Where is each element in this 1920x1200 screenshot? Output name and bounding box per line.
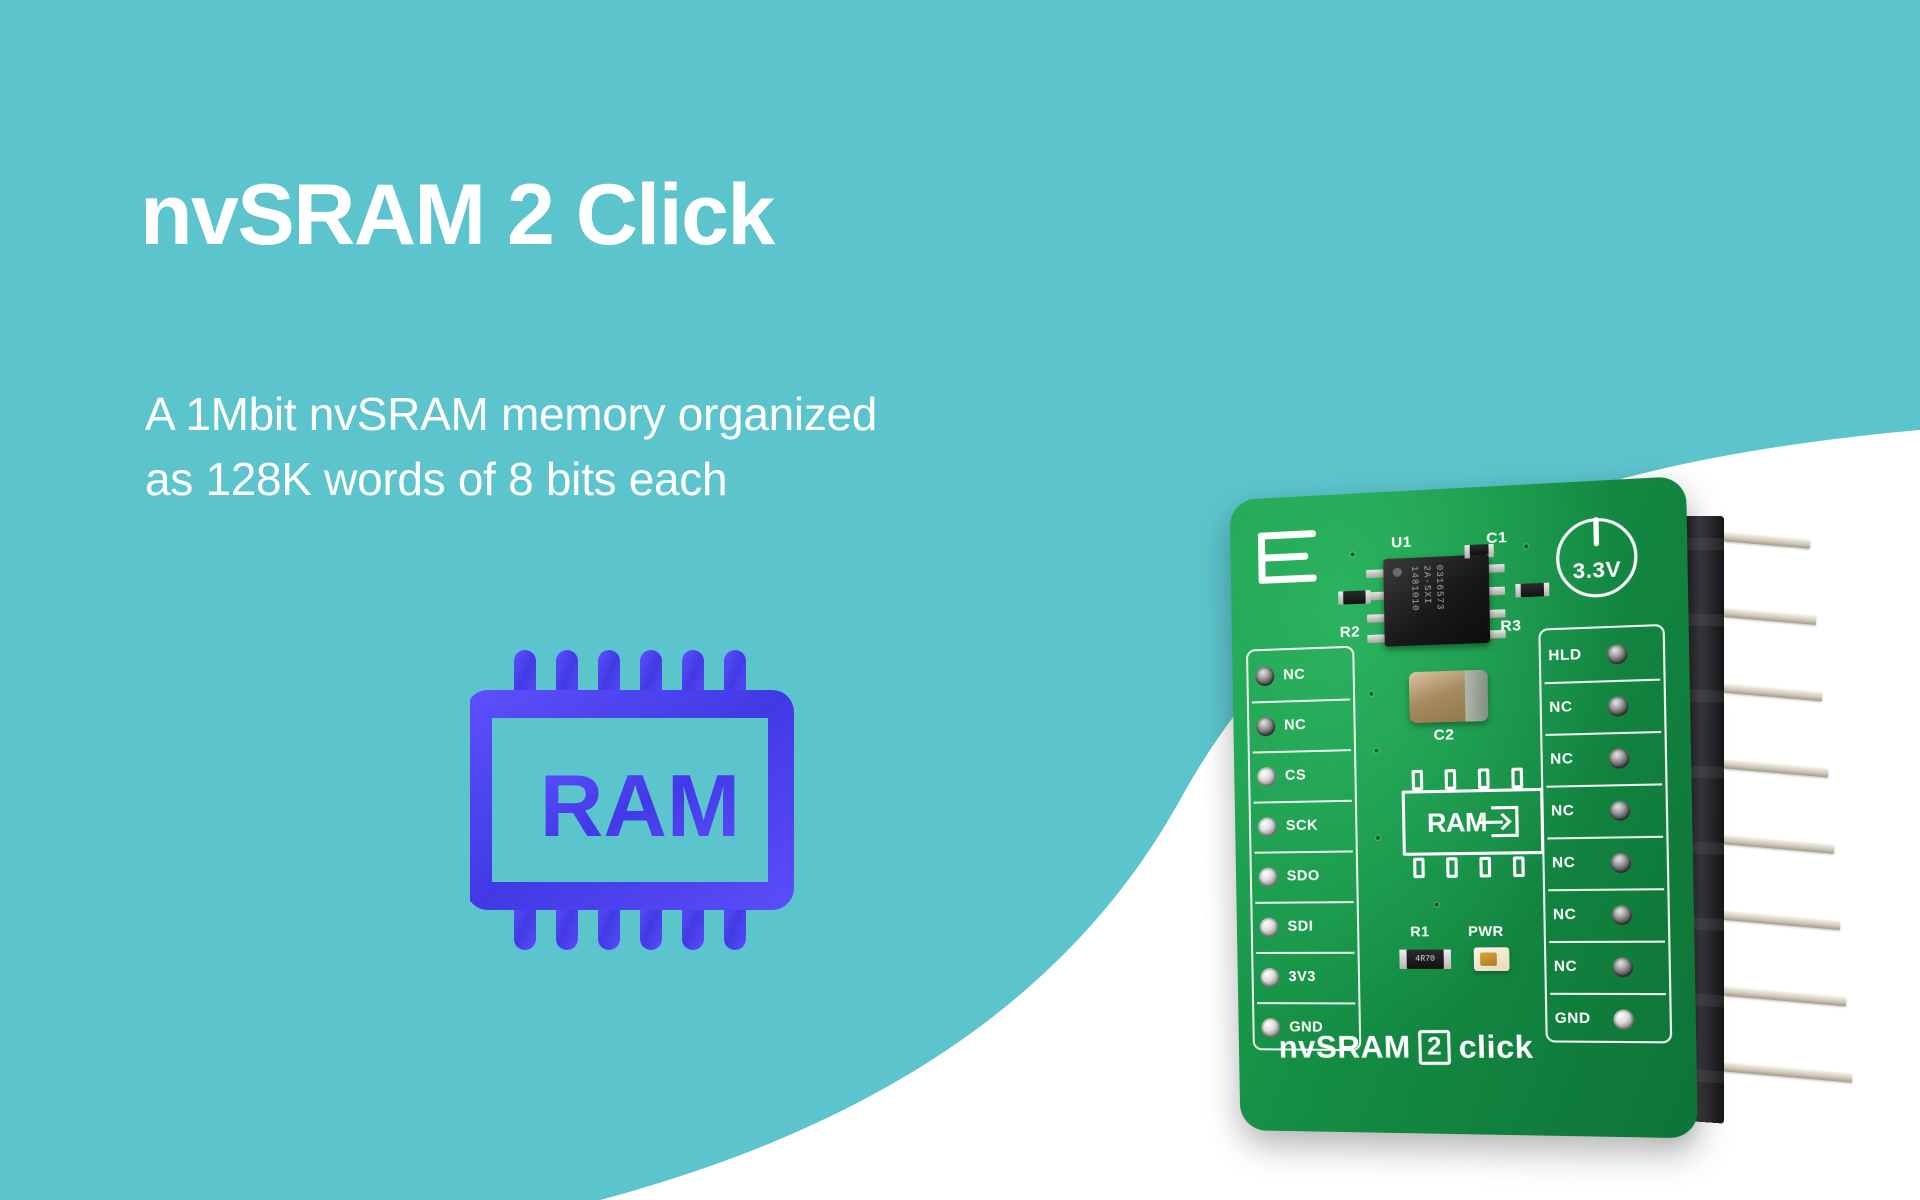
pad-row: SDO xyxy=(1251,850,1356,902)
product-board-photo: 3.3V U1 C1 R2 R3 1481010 2A-SXI 0316573 … xyxy=(1180,475,1852,1180)
smd-resistor-r2 xyxy=(1343,590,1366,605)
header-pin xyxy=(1724,532,1810,549)
board-name-suffix: click xyxy=(1458,1028,1534,1066)
pad-hole xyxy=(1610,852,1632,873)
pad-row: SDI xyxy=(1252,901,1357,952)
pad-label: NC xyxy=(1551,854,1576,872)
pad-label: NC xyxy=(1550,750,1574,768)
smd-capacitor-c1 xyxy=(1469,544,1489,556)
power-led xyxy=(1473,947,1510,972)
silk-label-c2: C2 xyxy=(1433,726,1455,744)
ram-chip-icon: RAM xyxy=(470,650,794,950)
subtitle-line-2: as 128K words of 8 bits each xyxy=(145,453,728,506)
pad-hole xyxy=(1611,904,1633,925)
mikroe-logo-icon xyxy=(1257,529,1317,585)
pad-hole xyxy=(1608,747,1630,769)
pad-hole xyxy=(1607,695,1629,717)
pad-hole xyxy=(1613,1009,1635,1030)
memory-chip-u1: 1481010 2A-SXI 0316573 xyxy=(1383,554,1491,647)
header-pin xyxy=(1724,759,1828,778)
power-badge-label: 3.3V xyxy=(1572,557,1622,584)
pad-row: NC xyxy=(1546,940,1669,993)
arrow-into-box-icon xyxy=(1490,805,1519,838)
board-name-prefix: nvSRAM xyxy=(1278,1029,1412,1065)
smd-resistor-r3 xyxy=(1520,582,1545,598)
pad-row: NC xyxy=(1543,783,1666,837)
silk-label-pwr: PWR xyxy=(1468,922,1504,940)
chip-marking-line-3: 0316573 xyxy=(1433,564,1445,611)
header-pin xyxy=(1724,1062,1852,1083)
page-title: nvSRAM 2 Click xyxy=(140,167,775,263)
page-subtitle: A 1Mbit nvSRAM memory organized as 128K … xyxy=(145,382,877,513)
pad-hole xyxy=(1609,800,1631,821)
pad-label: NC xyxy=(1283,716,1307,734)
pad-row: HLD xyxy=(1540,626,1663,682)
power-3v3-badge: 3.3V xyxy=(1555,516,1639,599)
pad-hole xyxy=(1257,816,1278,837)
pcb-front-face: 3.3V U1 C1 R2 R3 1481010 2A-SXI 0316573 … xyxy=(1229,475,1698,1139)
board-silkscreen-name: nvSRAM 2 click xyxy=(1278,1029,1534,1066)
pad-label: 3V3 xyxy=(1288,969,1317,986)
header-pin xyxy=(1724,683,1822,702)
pad-row: NC xyxy=(1545,888,1668,941)
silkscreen-ram-symbol: RAM xyxy=(1395,761,1551,887)
tantalum-capacitor-c2 xyxy=(1408,669,1489,724)
pad-label: NC xyxy=(1283,666,1306,684)
pad-row: 3V3 xyxy=(1253,951,1358,1003)
subtitle-line-1: A 1Mbit nvSRAM memory organized xyxy=(145,388,878,440)
pad-hole xyxy=(1255,666,1275,686)
chip-marking-line-2: 2A-SXI xyxy=(1421,565,1433,605)
header-pin xyxy=(1724,986,1846,1007)
silk-label-u1: U1 xyxy=(1391,533,1412,552)
pad-hole xyxy=(1256,766,1277,787)
pad-row: NC xyxy=(1542,730,1665,786)
right-pad-group: HLD NC NC NC NC NC xyxy=(1538,623,1673,1046)
pad-hole xyxy=(1260,967,1280,987)
pad-hole xyxy=(1256,716,1276,736)
pad-row: CS xyxy=(1250,749,1355,802)
pad-label: NC xyxy=(1552,906,1577,924)
silk-label-r2: R2 xyxy=(1339,623,1361,642)
header-pin xyxy=(1724,607,1816,626)
ram-icon-label: RAM xyxy=(540,756,740,855)
pad-label: SCK xyxy=(1285,817,1319,835)
pad-hole xyxy=(1612,956,1634,977)
pad-row: NC xyxy=(1249,698,1354,751)
resistor-r1: 4R70 xyxy=(1406,949,1444,969)
pad-label: NC xyxy=(1550,802,1575,820)
pad-label: SDO xyxy=(1286,868,1320,885)
chip-marking-line-1: 1481010 xyxy=(1408,565,1421,612)
pad-row: GND xyxy=(1547,992,1670,1046)
pad-row: SCK xyxy=(1251,799,1356,852)
left-pad-group: NC NC CS SCK SDO SDI xyxy=(1245,645,1362,1052)
pad-label: CS xyxy=(1284,767,1307,784)
pad-row: NC xyxy=(1248,648,1353,702)
silk-label-r1: R1 xyxy=(1410,922,1430,940)
pad-hole xyxy=(1606,643,1628,665)
pad-hole xyxy=(1259,917,1279,937)
board-name-version-badge: 2 xyxy=(1418,1029,1451,1066)
pad-hole xyxy=(1258,867,1278,887)
pad-row: NC xyxy=(1544,835,1667,890)
pad-label: NC xyxy=(1549,698,1573,717)
pad-label: SDI xyxy=(1287,918,1314,935)
pad-label: HLD xyxy=(1548,646,1582,665)
header-pin xyxy=(1724,835,1834,854)
pad-label: GND xyxy=(1554,1010,1591,1028)
header-pin xyxy=(1724,910,1840,931)
chip-pin1-marker xyxy=(1392,567,1402,578)
pad-label: NC xyxy=(1553,958,1578,976)
pad-row: NC xyxy=(1541,678,1664,734)
